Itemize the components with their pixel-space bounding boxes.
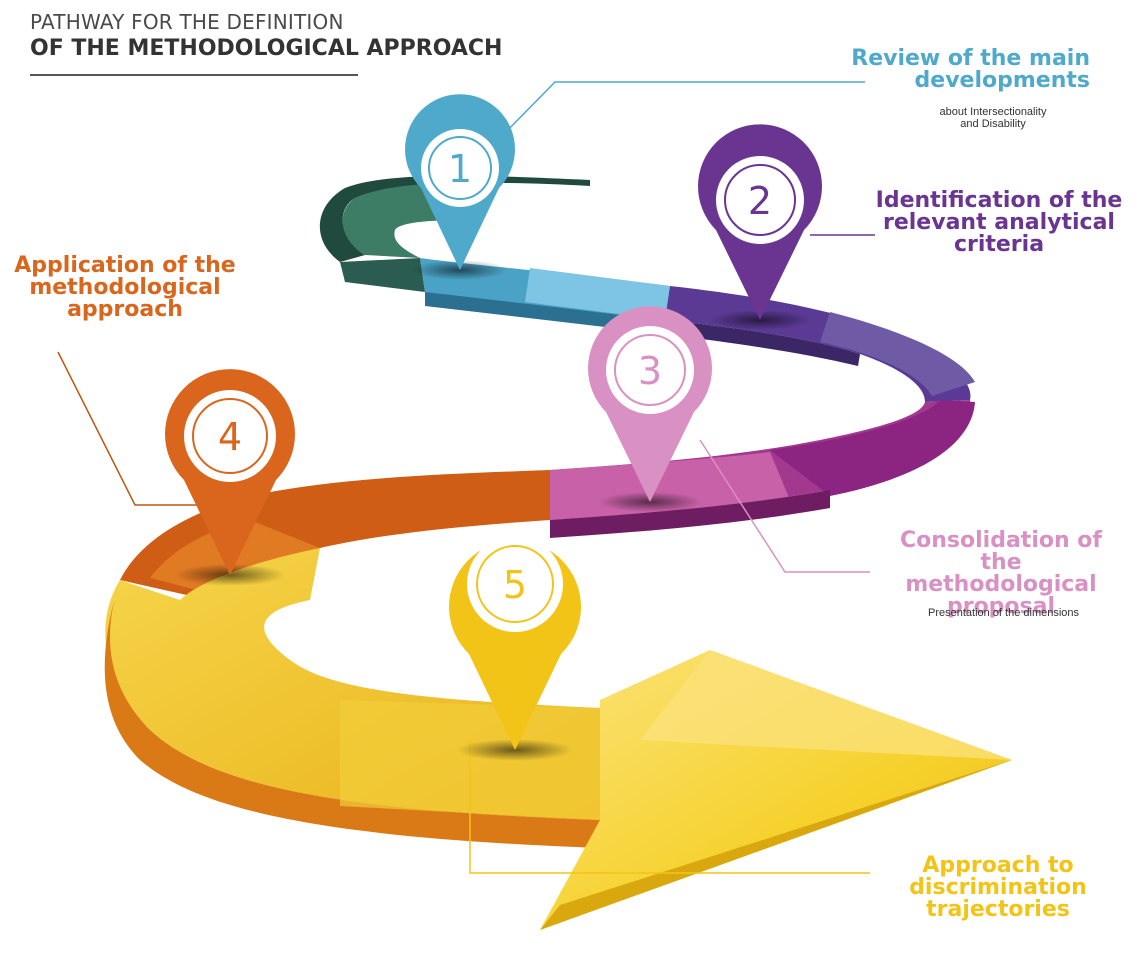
step-2-label-line-3: criteria <box>953 232 1045 257</box>
step-3-label: Consolidation of the methodological prop… <box>876 530 1126 618</box>
pin-number-1: 1 <box>448 147 472 191</box>
step-3-sublabel-line-1: Presentation of the dimensions <box>928 607 1080 619</box>
step-5-label-line-3: trajectories <box>926 897 1070 922</box>
pin-number-5: 5 <box>503 563 527 607</box>
step-3-sublabel: Presentation of the dimensions <box>928 607 1088 619</box>
title-line-1: PATHWAY FOR THE DEFINITION <box>30 10 344 34</box>
map-pin-4: 4 <box>165 369 295 575</box>
map-pin-1: 1 <box>405 94 515 270</box>
map-pin-2: 2 <box>698 124 822 321</box>
step-4-label: Application of the methodological approa… <box>10 255 240 321</box>
title-line-2: OF THE METHODOLOGICAL APPROACH <box>30 36 503 61</box>
road-arrowhead <box>540 650 1012 930</box>
road-segment-2 <box>665 286 975 402</box>
pin-number-4: 4 <box>218 415 242 459</box>
map-pin-3: 3 <box>588 306 712 502</box>
map-pin-5: 5 <box>449 536 581 750</box>
title-underline <box>30 74 358 76</box>
leader-line-4 <box>57 351 205 506</box>
step-5-label-line-2: discrimination <box>909 875 1087 900</box>
step-2-label-line-1: Identification of the <box>875 188 1123 213</box>
step-2-label: Identification of the relevant analytica… <box>874 190 1124 256</box>
step-3-label-line-3: proposal <box>946 594 1056 619</box>
step-4-label-line-3: approach <box>67 297 183 322</box>
step-1-sublabel: about Intersectionality and Disability <box>918 106 1068 130</box>
step-1-label: Review of the main developments <box>851 48 1090 92</box>
step-3-label-line-1: Consolidation of the <box>900 528 1102 575</box>
step-1-sublabel-line-1: about Intersectionality <box>939 106 1047 118</box>
leader-line-1 <box>499 81 865 139</box>
step-4-label-line-2: methodological <box>29 275 221 300</box>
pin-number-3: 3 <box>638 349 662 393</box>
step-3-label-line-2: methodological <box>905 572 1097 597</box>
step-1-label-line-2: developments <box>914 68 1090 93</box>
leader-line-5 <box>469 740 870 874</box>
step-4-label-line-1: Application of the <box>14 253 236 278</box>
step-1-sublabel-line-2: and Disability <box>960 118 1026 131</box>
step-2-label-line-2: relevant analytical <box>883 210 1115 235</box>
pin-number-2: 2 <box>748 179 772 223</box>
leader-lines <box>57 81 875 874</box>
leader-line-3 <box>699 439 870 573</box>
step-1-label-line-1: Review of the main <box>851 46 1090 71</box>
step-5-label: Approach to discrimination trajectories <box>898 855 1098 921</box>
step-5-label-line-1: Approach to <box>922 853 1074 878</box>
